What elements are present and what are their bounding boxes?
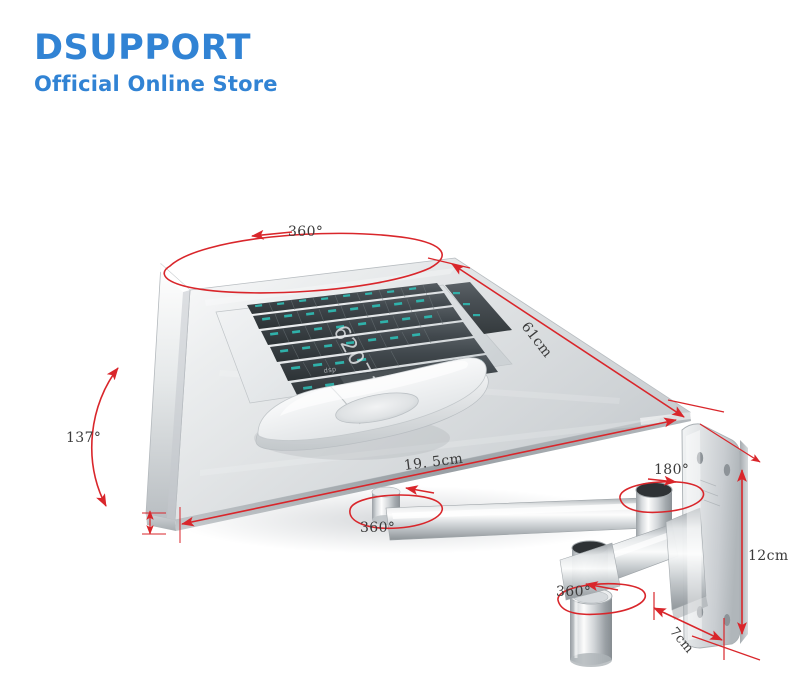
mount-hole-upper — [723, 464, 731, 476]
mouse-highlight — [280, 360, 468, 416]
annotation-dimension-7cm — [653, 592, 725, 660]
annotation-rotation-top — [163, 229, 443, 294]
arm-bar-lower-highlight — [596, 531, 673, 564]
label-plate-height: 12cm — [748, 548, 789, 564]
annotation-dimension-61cm — [427, 257, 725, 418]
label-tilt-angle: 137° — [66, 430, 102, 446]
mount-hole-bottom — [723, 614, 731, 626]
wall-plate-engraving — [699, 479, 721, 507]
annotation-overlay — [91, 229, 761, 661]
mouse-brand-mark: dsp — [323, 365, 337, 375]
annotation-rotation-arm-360 — [349, 485, 444, 530]
tray-left-lip-inner — [167, 290, 190, 520]
key-row — [247, 283, 443, 314]
key-row — [270, 322, 473, 362]
annotation-rotation-180 — [619, 475, 705, 514]
label-rotation-top: 360° — [288, 224, 324, 240]
post-connector — [559, 542, 621, 601]
annotation-rotation-post-360 — [557, 581, 647, 616]
key-row — [261, 307, 462, 345]
label-post-rotation: 360° — [556, 584, 592, 600]
wall-mount-plate — [665, 423, 748, 649]
annotation-dimension-195cm — [181, 417, 677, 527]
wall-plate-gloss — [686, 430, 702, 640]
label-arm-swivel: 360° — [360, 520, 396, 536]
brand-subtitle: Official Online Store — [34, 71, 278, 96]
key-row — [280, 338, 485, 381]
brand-logo-block: DSUPPORT Official Online Store — [34, 30, 278, 98]
brand-name: DSUPPORT — [34, 28, 251, 68]
annotation-tray-thickness — [142, 507, 181, 543]
mount-hole-top — [696, 452, 704, 464]
key-row — [253, 293, 452, 329]
label-joint-rotation: 180° — [654, 462, 690, 478]
annotation-tilt-137 — [91, 367, 119, 507]
